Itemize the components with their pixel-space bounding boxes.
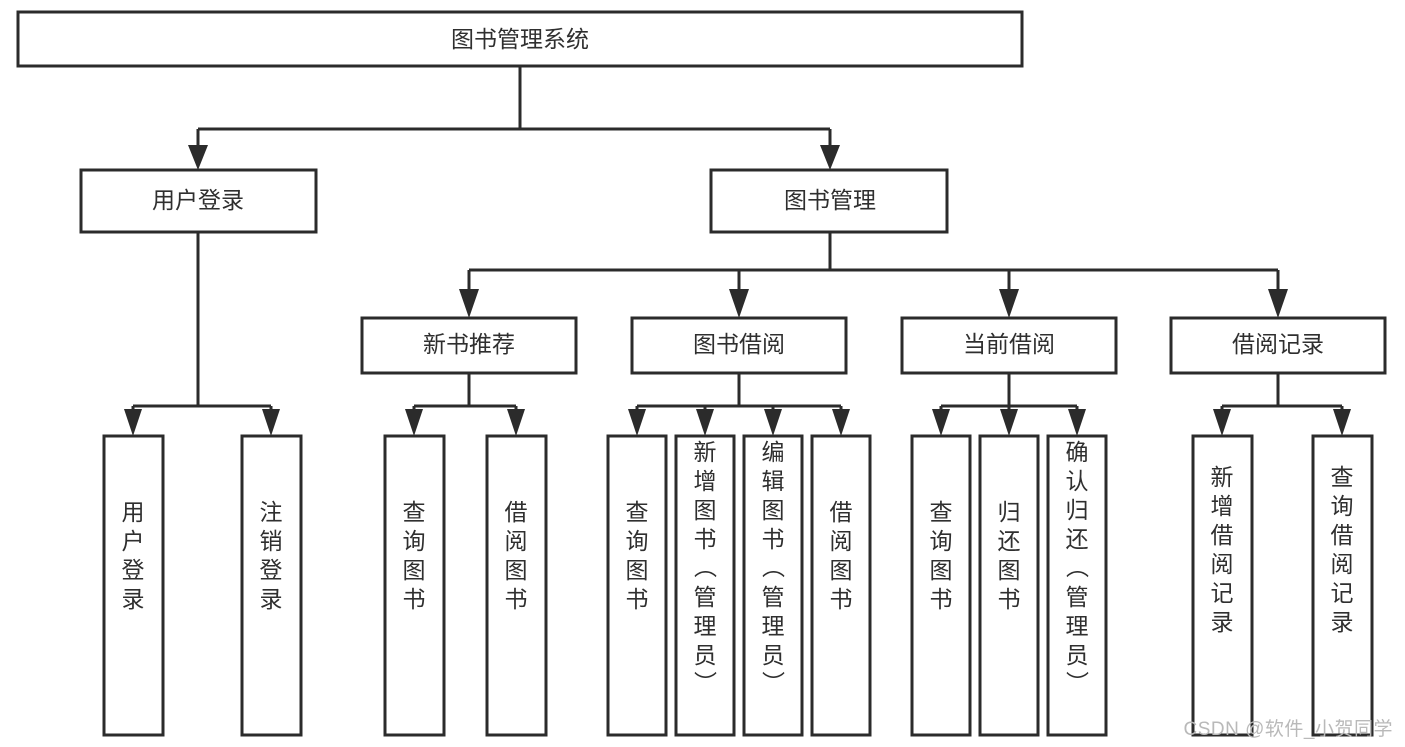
arrowhead-userlogin-2 bbox=[262, 409, 280, 436]
leaf-query-book-3-label: 查询图书 bbox=[930, 499, 953, 612]
node-new-book-recommend-label: 新书推荐 bbox=[423, 331, 515, 357]
leaf-user-login-label: 用户登录 bbox=[122, 499, 145, 612]
leaf-borrow-book-2-box[interactable] bbox=[810, 434, 872, 737]
node-user-login-box[interactable] bbox=[79, 168, 318, 234]
node-new-book-recommend[interactable]: 新书推荐 bbox=[360, 316, 578, 375]
node-user-login-label: 用户登录 bbox=[152, 187, 244, 213]
node-borrow-record-box[interactable] bbox=[1169, 316, 1387, 375]
leaf-add-borrow-record-box[interactable] bbox=[1191, 434, 1254, 737]
arrowhead-userlogin-1 bbox=[124, 409, 142, 436]
arrowhead-borrow-4 bbox=[832, 409, 850, 436]
leaf-return-book-box[interactable] bbox=[978, 434, 1040, 737]
arrowhead-tier3-3 bbox=[999, 289, 1019, 318]
node-book-management[interactable]: 图书管理 bbox=[709, 168, 949, 234]
leaf-query-book-1-label: 查询图书 bbox=[403, 499, 426, 612]
leaf-add-book-label: 新增图书（管理员） bbox=[694, 439, 718, 697]
node-current-borrow-box[interactable] bbox=[900, 316, 1118, 375]
leaf-query-book-2[interactable]: 查询图书 bbox=[606, 434, 668, 737]
leaf-query-book-2-label: 查询图书 bbox=[626, 499, 649, 612]
leaf-query-borrow-record[interactable]: 查询借阅记录 bbox=[1311, 434, 1374, 737]
arrowhead-current-1 bbox=[932, 409, 950, 436]
node-book-borrow-box[interactable] bbox=[630, 316, 848, 375]
node-user-login[interactable]: 用户登录 bbox=[79, 168, 318, 234]
leaf-return-book-label: 归还图书 bbox=[998, 499, 1021, 612]
arrowhead-record-1 bbox=[1213, 409, 1231, 436]
leaf-borrow-book-1-box[interactable] bbox=[485, 434, 548, 737]
node-borrow-record[interactable]: 借阅记录 bbox=[1169, 316, 1387, 375]
leaf-user-login[interactable]: 用户登录 bbox=[102, 434, 165, 737]
leaf-logout-box[interactable] bbox=[240, 434, 303, 737]
leaf-return-book[interactable]: 归还图书 bbox=[978, 434, 1040, 737]
arrowhead-tier2-1 bbox=[188, 145, 208, 170]
leaf-query-book-2-box[interactable] bbox=[606, 434, 668, 737]
leaf-query-book-1-box[interactable] bbox=[383, 434, 446, 737]
arrowhead-tier3-1 bbox=[459, 289, 479, 318]
node-root-box[interactable] bbox=[16, 10, 1024, 68]
leaf-query-borrow-record-label: 查询借阅记录 bbox=[1331, 464, 1354, 635]
leaf-confirm-return-box[interactable] bbox=[1046, 434, 1108, 737]
leaf-add-book-box[interactable] bbox=[674, 434, 736, 737]
node-root-label: 图书管理系统 bbox=[451, 26, 589, 52]
leaf-query-borrow-record-box[interactable] bbox=[1311, 434, 1374, 737]
leaf-borrow-book-2-label: 借阅图书 bbox=[830, 499, 853, 612]
leaf-edit-book-box[interactable] bbox=[742, 434, 804, 737]
node-borrow-record-label: 借阅记录 bbox=[1232, 331, 1324, 357]
leaf-add-borrow-record-label: 新增借阅记录 bbox=[1211, 464, 1234, 635]
arrowhead-borrow-3 bbox=[764, 409, 782, 436]
arrowhead-tier3-4 bbox=[1268, 289, 1288, 318]
leaf-borrow-book-1[interactable]: 借阅图书 bbox=[485, 434, 548, 737]
leaf-borrow-book-2[interactable]: 借阅图书 bbox=[810, 434, 872, 737]
leaf-query-book-1[interactable]: 查询图书 bbox=[383, 434, 446, 737]
arrowhead-borrow-1 bbox=[628, 409, 646, 436]
arrowhead-record-2 bbox=[1333, 409, 1351, 436]
node-new-book-recommend-box[interactable] bbox=[360, 316, 578, 375]
leaf-edit-book[interactable]: 编辑图书（管理员） bbox=[742, 434, 804, 737]
arrowhead-current-3 bbox=[1068, 409, 1086, 436]
leaf-confirm-return[interactable]: 确认归还（管理员） bbox=[1046, 434, 1108, 737]
node-book-borrow-label: 图书借阅 bbox=[693, 331, 785, 357]
leaf-borrow-book-1-label: 借阅图书 bbox=[505, 499, 528, 612]
node-current-borrow-label: 当前借阅 bbox=[963, 331, 1055, 357]
node-book-management-label: 图书管理 bbox=[784, 187, 876, 213]
connector-layer bbox=[124, 66, 1351, 436]
arrowhead-borrow-2 bbox=[696, 409, 714, 436]
leaf-query-book-3[interactable]: 查询图书 bbox=[910, 434, 972, 737]
arrowhead-tier3-2 bbox=[729, 289, 749, 318]
node-book-borrow[interactable]: 图书借阅 bbox=[630, 316, 848, 375]
leaf-logout-label: 注销登录 bbox=[260, 499, 283, 612]
leaf-confirm-return-label: 确认归还（管理员） bbox=[1066, 439, 1090, 697]
leaf-logout[interactable]: 注销登录 bbox=[240, 434, 303, 737]
arrowhead-newbook-1 bbox=[405, 409, 423, 436]
arrowhead-newbook-2 bbox=[507, 409, 525, 436]
leaf-add-book[interactable]: 新增图书（管理员） bbox=[674, 434, 736, 737]
node-book-management-box[interactable] bbox=[709, 168, 949, 234]
csdn-watermark: CSDN @软件_小贺同学 bbox=[1183, 719, 1393, 740]
leaf-edit-book-label: 编辑图书（管理员） bbox=[762, 439, 786, 697]
arrowhead-tier2-2 bbox=[820, 145, 840, 170]
leaf-user-login-box[interactable] bbox=[102, 434, 165, 737]
leaf-query-book-3-box[interactable] bbox=[910, 434, 972, 737]
leaf-add-borrow-record[interactable]: 新增借阅记录 bbox=[1191, 434, 1254, 737]
node-current-borrow[interactable]: 当前借阅 bbox=[900, 316, 1118, 375]
node-root[interactable]: 图书管理系统 bbox=[16, 10, 1024, 68]
arrowhead-current-2 bbox=[1000, 409, 1018, 436]
